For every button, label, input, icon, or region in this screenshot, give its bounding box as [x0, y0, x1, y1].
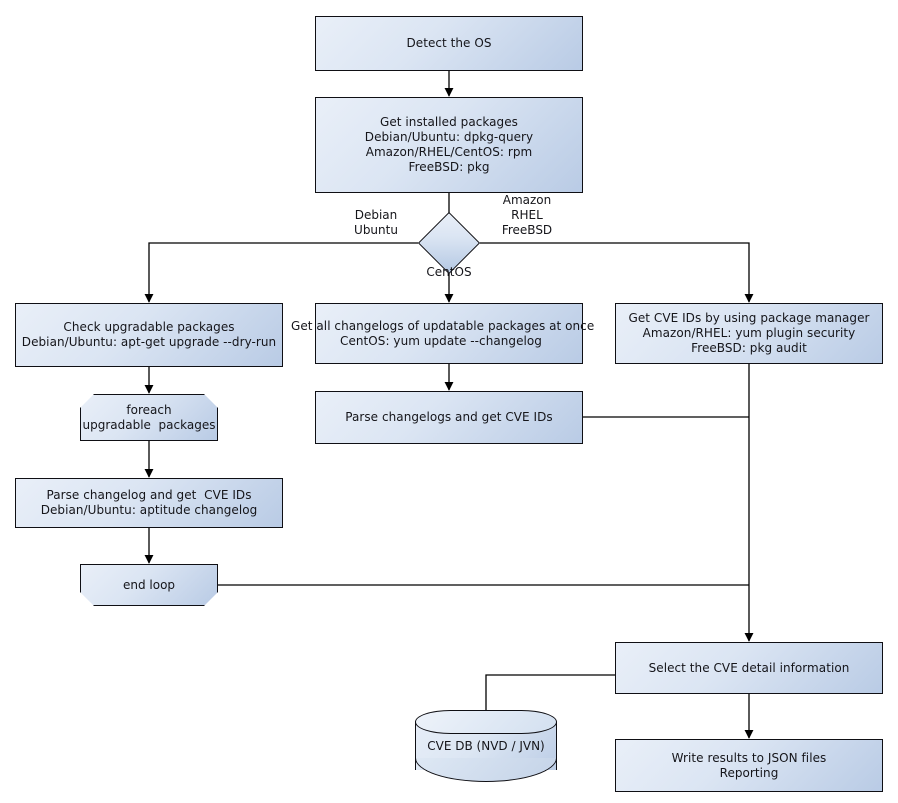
- node-cve-database[interactable]: CVE DB (NVD / JVN): [415, 710, 557, 782]
- node-parse-changelogs-multi[interactable]: Parse changelogs and get CVE IDs: [315, 391, 583, 444]
- node-foreach-loop-start-label: foreach upgradable packages: [82, 402, 216, 432]
- node-parse-changelogs-multi-label: Parse changelogs and get CVE IDs: [345, 410, 553, 424]
- node-foreach-loop-start[interactable]: foreach upgradable packages: [80, 394, 218, 441]
- node-parse-changelog-single-label: Parse changelog and get CVE IDs Debian/U…: [40, 488, 258, 517]
- edge-decision-debian: [144, 242, 418, 303]
- edge-label-debian-ubuntu: Debian Ubuntu: [354, 208, 398, 237]
- edge-label-centos: CentOS: [426, 265, 472, 279]
- database-top: [415, 710, 557, 734]
- node-write-results-label: Write results to JSON files Reporting: [671, 750, 827, 780]
- node-get-cve-ids-package-manager[interactable]: Get CVE IDs by using package manager Ama…: [615, 303, 883, 364]
- node-detect-os[interactable]: Detect the OS: [315, 16, 583, 71]
- node-get-installed-packages-label: Get installed packages Debian/Ubuntu: dp…: [364, 115, 534, 174]
- edge-select-to-db: [485, 674, 615, 711]
- node-get-cve-ids-package-manager-label: Get CVE IDs by using package manager Ama…: [628, 311, 870, 355]
- node-detect-os-label: Detect the OS: [406, 36, 492, 50]
- node-parse-changelog-single[interactable]: Parse changelog and get CVE IDs Debian/U…: [15, 478, 283, 528]
- node-get-installed-packages[interactable]: Get installed packages Debian/Ubuntu: dp…: [315, 97, 583, 193]
- node-end-loop[interactable]: end loop: [80, 564, 218, 606]
- node-get-all-changelogs[interactable]: Get all changelogs of updatable packages…: [291, 303, 594, 364]
- node-cve-database-label: CVE DB (NVD / JVN): [427, 739, 545, 753]
- node-end-loop-label: end loop: [122, 577, 176, 592]
- node-check-upgradable-packages[interactable]: Check upgradable packages Debian/Ubuntu:…: [15, 303, 283, 367]
- edge-decision-amazon: [480, 242, 754, 303]
- node-select-cve-detail-label: Select the CVE detail information: [648, 660, 850, 675]
- node-write-results[interactable]: Write results to JSON files Reporting: [615, 739, 883, 792]
- node-select-cve-detail[interactable]: Select the CVE detail information: [615, 642, 883, 694]
- node-get-all-changelogs-label: Get all changelogs of updatable packages…: [291, 318, 595, 348]
- edge-label-amazon-rhel-freebsd: Amazon RHEL FreeBSD: [501, 193, 553, 237]
- node-check-upgradable-packages-label: Check upgradable packages Debian/Ubuntu:…: [21, 320, 277, 349]
